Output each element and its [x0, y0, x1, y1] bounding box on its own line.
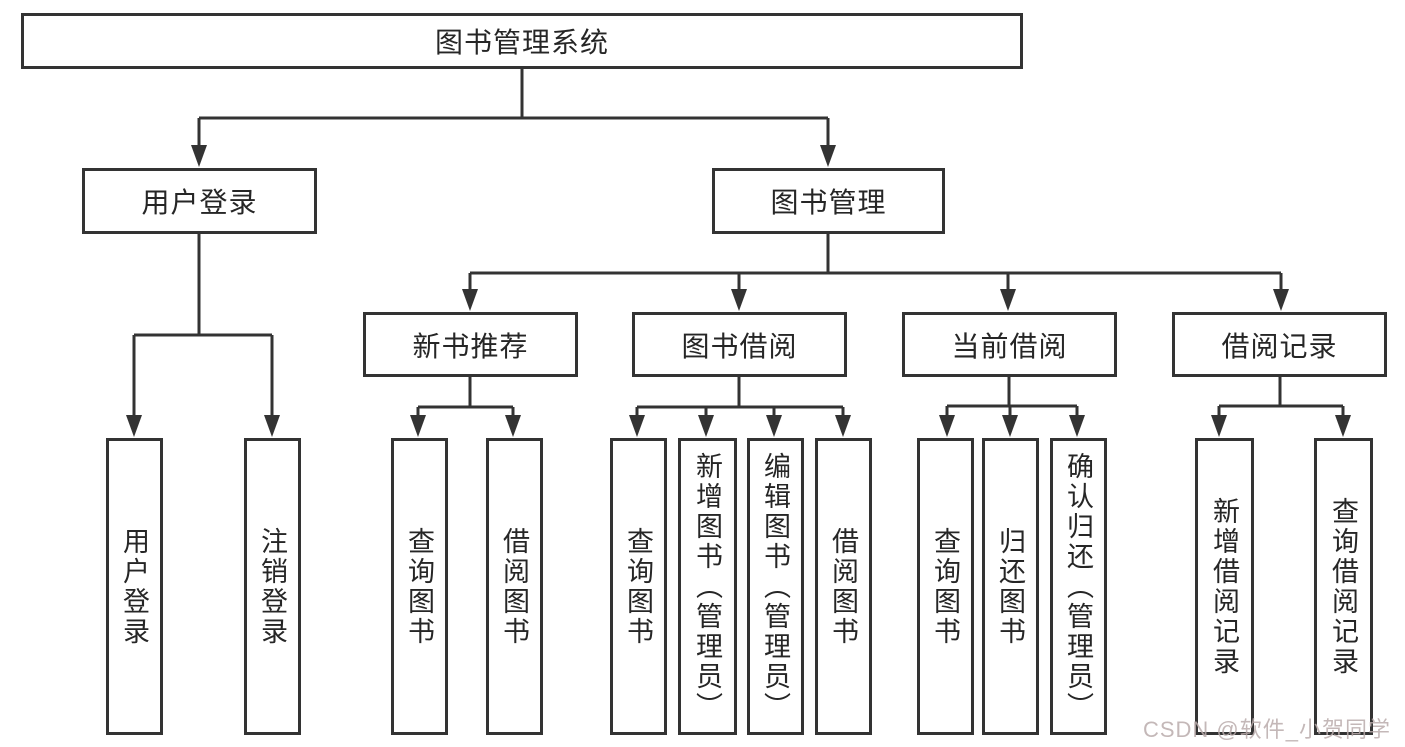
leaf-bb-borrow-books: 借阅图书: [815, 438, 872, 735]
leaf-br-query-borrow-record: 查询借阅记录: [1314, 438, 1373, 735]
node-borrowing-records: 借阅记录: [1172, 312, 1387, 377]
leaf-cb-query-books: 查询图书: [917, 438, 974, 735]
leaf-nbr-query-books: 查询图书: [391, 438, 448, 735]
node-book-borrowing: 图书借阅: [632, 312, 847, 377]
node-user-login: 用户登录: [82, 168, 317, 234]
leaf-cb-return-books: 归还图书: [982, 438, 1039, 735]
leaf-br-add-borrow-record: 新增借阅记录: [1195, 438, 1254, 735]
leaf-bb-add-books-admin: 新增图书（管理员）: [678, 438, 737, 735]
node-current-borrowing: 当前借阅: [902, 312, 1117, 377]
node-book-management: 图书管理: [712, 168, 945, 234]
node-library-management-system: 图书管理系统: [21, 13, 1023, 69]
leaf-bb-edit-books-admin: 编辑图书（管理员）: [747, 438, 804, 735]
leaf-logout: 注销登录: [244, 438, 301, 735]
leaf-cb-confirm-return-admin: 确认归还（管理员）: [1050, 438, 1107, 735]
node-new-book-recommend: 新书推荐: [363, 312, 578, 377]
leaf-user-login: 用户登录: [106, 438, 163, 735]
watermark-csdn: CSDN @软件_小贺同学: [1142, 717, 1391, 742]
leaf-bb-query-books: 查询图书: [610, 438, 667, 735]
leaf-nbr-borrow-books: 借阅图书: [486, 438, 543, 735]
